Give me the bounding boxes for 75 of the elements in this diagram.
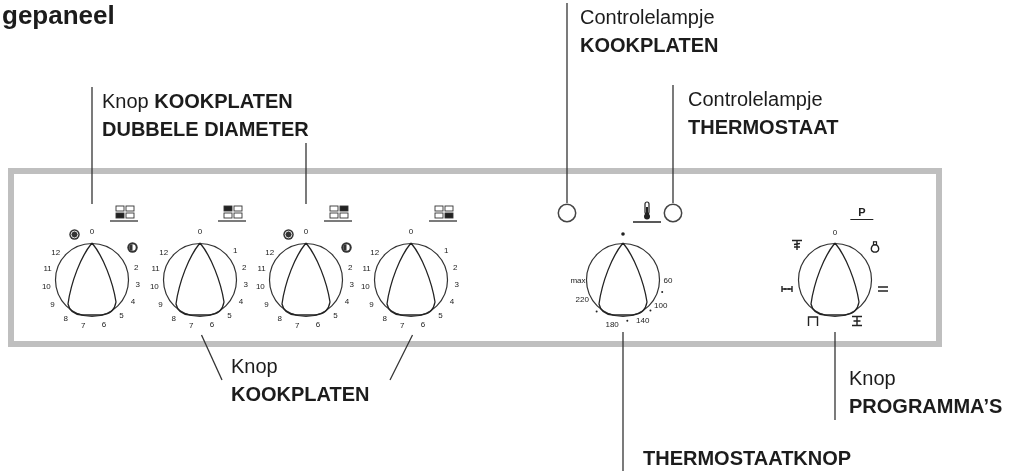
- dial-label: 8: [171, 313, 176, 323]
- dial-label: 12: [51, 247, 61, 257]
- dial-label: 10: [41, 281, 51, 291]
- dial-label: 12: [370, 247, 380, 257]
- dial-label: 0: [408, 226, 414, 236]
- dial-label: 8: [63, 313, 68, 323]
- dial-label: 9: [264, 299, 269, 309]
- indicator-lamp: [557, 203, 577, 223]
- dial-label: 3: [243, 279, 249, 289]
- dial-label: 6: [209, 319, 215, 329]
- dial-label: 1: [233, 245, 238, 255]
- callout-label: THERMOSTAATKNOP: [623, 445, 923, 471]
- dial-label: 7: [400, 320, 405, 330]
- dial-label: 11: [151, 263, 160, 273]
- callout-label: Knop PROGRAMMA’S: [835, 364, 1027, 420]
- dial-label: 3: [454, 279, 460, 289]
- dial-label: 2: [134, 262, 139, 272]
- leader-line: [834, 331, 836, 421]
- dial-label: 140: [636, 315, 650, 325]
- indicator-lamp: [663, 203, 683, 223]
- dial-label: 5: [119, 310, 124, 320]
- dial-label: 220: [575, 294, 589, 304]
- leader-line: [305, 142, 307, 205]
- leader-line: [566, 2, 568, 204]
- control-panel: [8, 168, 942, 347]
- dial-label: 6: [420, 319, 426, 329]
- leader-line: [91, 86, 93, 205]
- dial-label: 9: [369, 299, 374, 309]
- dial-label: 7: [295, 320, 300, 330]
- dial-label: 4: [344, 296, 350, 306]
- leader-line: [622, 331, 624, 472]
- dial-label: 3: [135, 279, 141, 289]
- dial-label: 5: [333, 310, 338, 320]
- dial-label: 9: [158, 299, 163, 309]
- callout-label: Knop KOOKPLATEN: [222, 352, 390, 408]
- dial-label: 0: [89, 226, 95, 236]
- dial-label: 5: [438, 310, 443, 320]
- dial-label: 11: [257, 263, 266, 273]
- dial-label: 10: [255, 281, 265, 291]
- dial-label: 12: [159, 247, 169, 257]
- dial-label: 6: [315, 319, 321, 329]
- dial-label: 7: [189, 320, 194, 330]
- dial-label: 2: [453, 262, 458, 272]
- dial-label: 7: [81, 320, 86, 330]
- dial-label: 11: [43, 263, 52, 273]
- dial-label: 10: [360, 281, 370, 291]
- dial-label: 100: [654, 300, 668, 309]
- dial-label: 11: [362, 263, 371, 273]
- dial-label: 5: [227, 310, 232, 320]
- dial-label: 8: [382, 313, 387, 323]
- dial-label: 4: [449, 296, 455, 306]
- leader-line: [389, 334, 414, 381]
- dial-label: 0: [832, 227, 838, 237]
- dial-label: P: [850, 206, 874, 220]
- dial-label: 1: [444, 245, 449, 255]
- callout-label: Knop KOOKPLATEN DUBBELE DIAMETER: [92, 87, 364, 143]
- leader-line: [672, 84, 674, 204]
- dial-label: 4: [238, 296, 244, 306]
- dial-label: 3: [349, 279, 355, 289]
- heading: gepaneel: [2, 0, 115, 30]
- callout-label: Controlelampje KOOKPLATEN: [567, 3, 767, 59]
- dial-label: 8: [277, 313, 282, 323]
- dial-label: 60: [663, 275, 673, 285]
- dial-label: 0: [197, 226, 203, 236]
- dial-label: 4: [130, 296, 136, 306]
- dial-label: 0: [303, 226, 309, 236]
- dial-label: 6: [101, 319, 107, 329]
- dial-label: 9: [50, 299, 55, 309]
- dial-label: 2: [242, 262, 247, 272]
- dial-label: 2: [348, 262, 353, 272]
- dial-label: 180: [605, 319, 619, 329]
- dial-label: 12: [265, 247, 275, 257]
- callout-label: Controlelampje THERMOSTAAT: [673, 85, 888, 141]
- dial-label: 10: [149, 281, 159, 291]
- dial-label: max: [570, 275, 586, 285]
